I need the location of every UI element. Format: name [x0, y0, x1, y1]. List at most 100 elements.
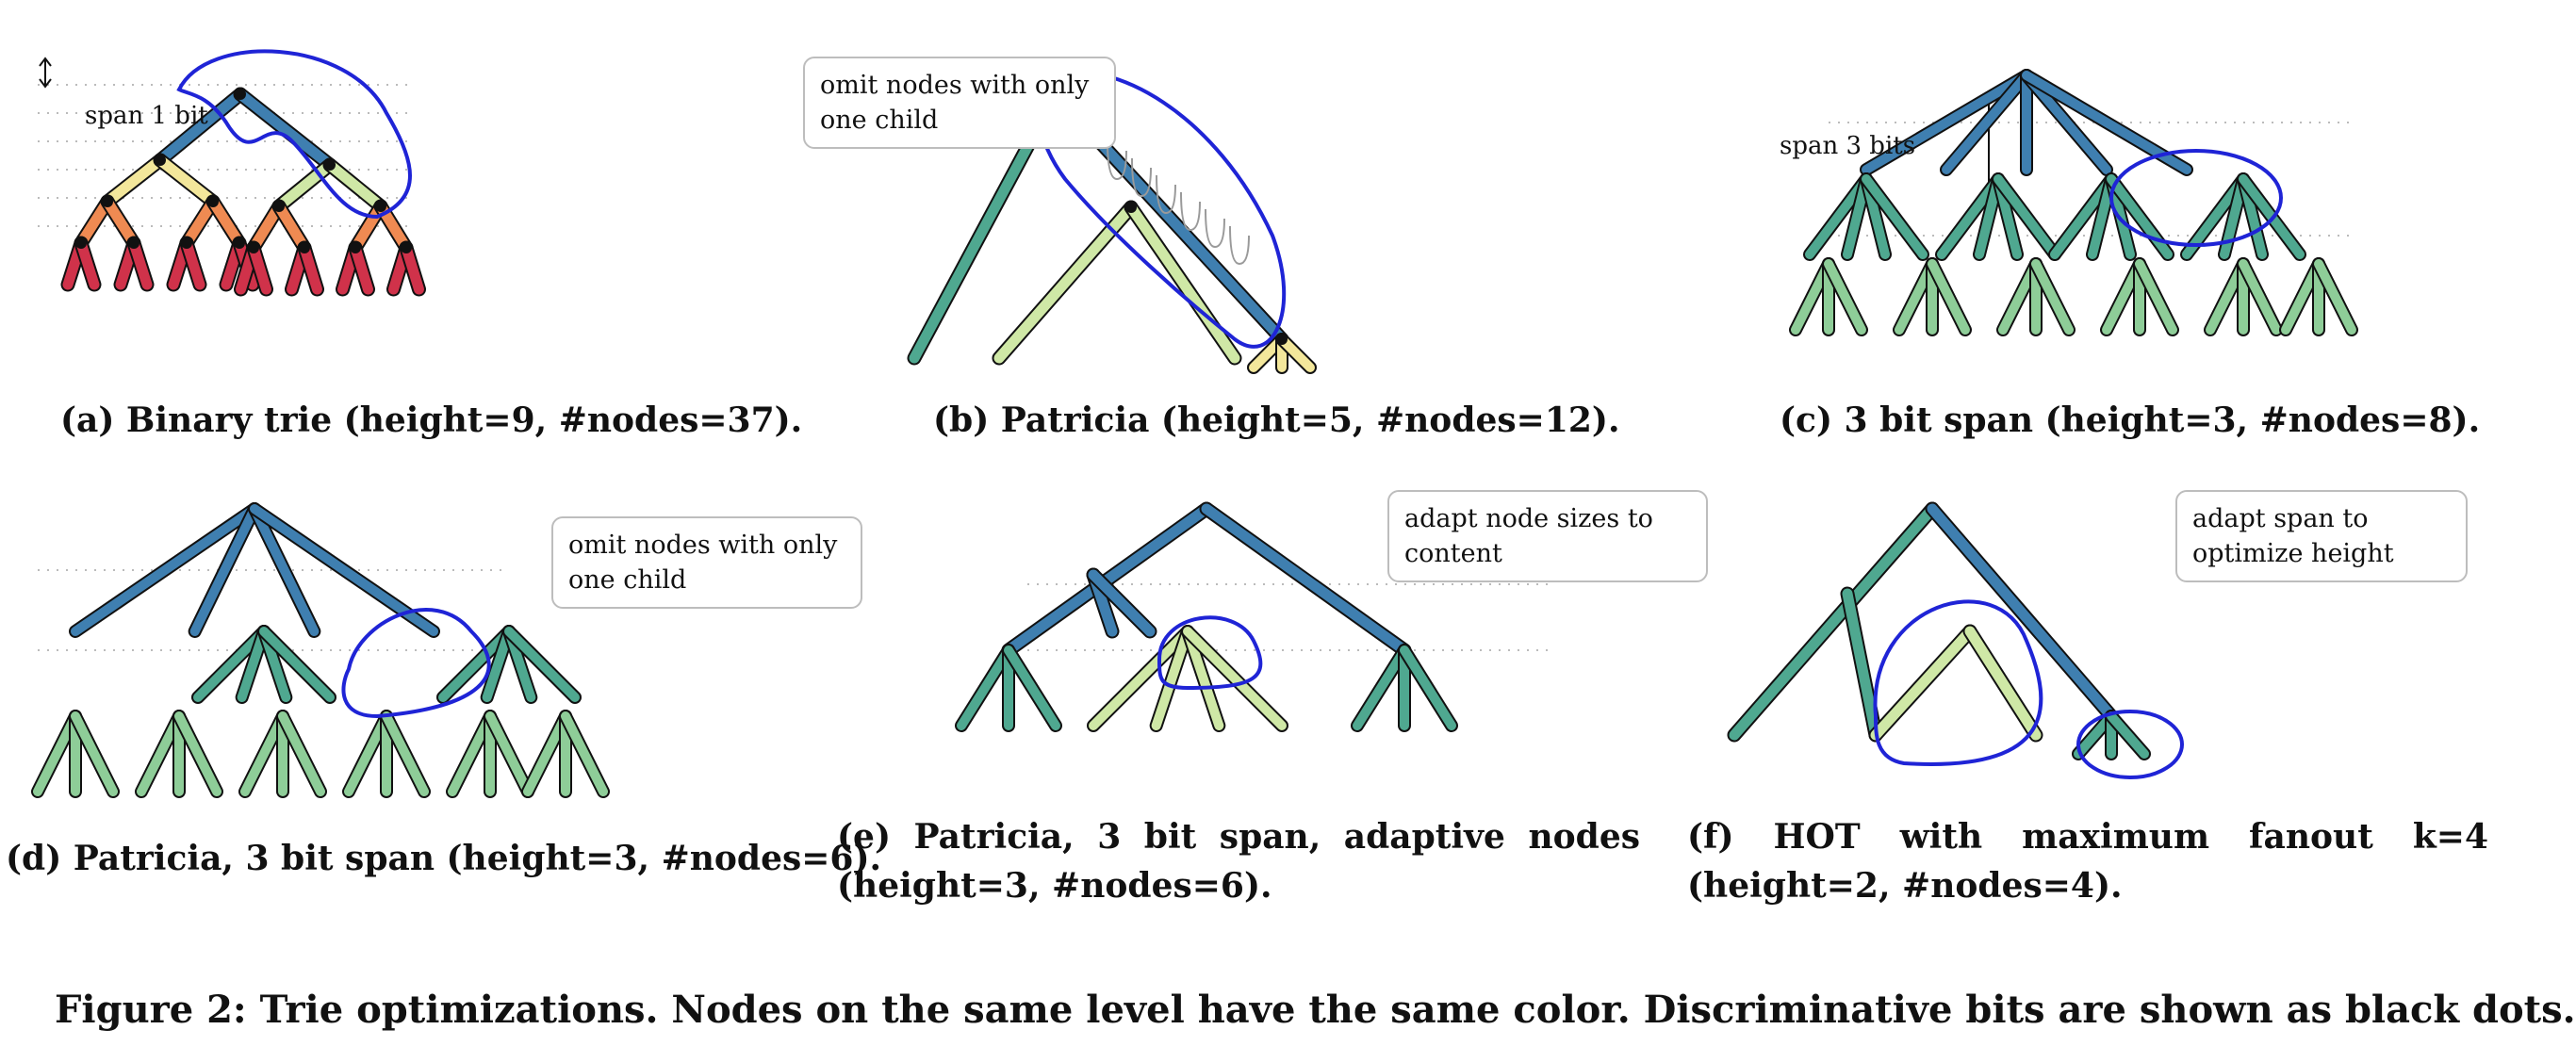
discriminative-bit-dot: [235, 89, 246, 100]
caption-c: (c) 3 bit span (height=3, #nodes=8).: [1780, 400, 2481, 440]
tree-edge: [181, 237, 205, 290]
tree-edge: [504, 627, 580, 702]
omitted-node-ghost: [1156, 174, 1176, 215]
discriminative-bit-dot: [1276, 334, 1288, 345]
tree-edge: [993, 202, 1137, 364]
discriminative-bit-dot: [375, 201, 386, 212]
caption-e: (e) Patricia, 3 bit span, adaptive nodes…: [837, 817, 1640, 906]
tree-edge: [382, 711, 429, 796]
tree-edge: [1088, 569, 1156, 637]
tree-edge: [1927, 503, 2117, 722]
tree-edge: [128, 237, 153, 290]
tree-edge: [1201, 503, 1410, 656]
figure-2: span 1 bit (a) Binary trie (height=9, #n…: [6, 49, 2576, 1032]
tree-edge: [102, 155, 166, 207]
caption-f: (f) HOT with maximum fanout k=4 (height=…: [1687, 817, 2488, 906]
panel-c-tree: [1789, 69, 2358, 336]
tree-edge: [155, 89, 246, 166]
tree-edge: [207, 196, 245, 249]
tree-edge: [248, 201, 285, 253]
span-3-bits-label: span 3 bits: [1780, 132, 1916, 160]
highlight-outline: [2109, 149, 2283, 247]
discriminative-bit-dot: [102, 196, 113, 207]
omitted-node-ghost: [1131, 157, 1152, 198]
highlight-outline: [2076, 710, 2184, 779]
tree-edge: [2314, 259, 2356, 335]
tree-edge: [1151, 627, 1192, 730]
tree-edge: [273, 159, 336, 212]
tree-edge: [273, 201, 310, 253]
tree-edge: [75, 237, 100, 290]
tree-edge: [250, 504, 438, 636]
tree-edge: [1942, 71, 2031, 174]
tree-edge: [1353, 646, 1409, 730]
highlight-outline: [176, 49, 412, 220]
highlight-outline: [1157, 615, 1263, 691]
tree-edge: [259, 627, 335, 702]
tree-edge: [1994, 174, 2059, 259]
tree-edge: [1183, 627, 1287, 730]
tree-edge: [1089, 627, 1192, 730]
tree-edge: [278, 711, 325, 796]
caption-b: (b) Patricia (height=5, #nodes=12).: [933, 400, 1620, 440]
tree-edge: [1928, 259, 1970, 335]
tree-edge: [2031, 259, 2074, 335]
tree-edge: [1729, 503, 1938, 741]
caption-a: (a) Binary trie (height=9, #nodes=37).: [60, 400, 803, 440]
tree-edge: [1125, 202, 1240, 364]
span-1-bit-label: span 1 bit: [85, 102, 208, 130]
callout-b: omit nodes with only one child: [803, 57, 1116, 149]
panel-d: omit nodes with only one child: [31, 490, 862, 810]
discriminative-bit-dot: [207, 196, 219, 207]
tree-edge: [1964, 626, 2042, 741]
tree-edge: [2022, 71, 2111, 174]
tree-edge: [561, 711, 608, 796]
panel-e-tree: [955, 501, 1555, 732]
tree-edge: [2239, 174, 2305, 259]
omitted-node-ghost: [1205, 208, 1225, 249]
tree-edge: [401, 242, 424, 295]
tree-edge: [299, 242, 322, 295]
tree-edge: [237, 627, 269, 702]
tree-edge: [189, 504, 259, 636]
callout-d: omit nodes with only one child: [551, 516, 862, 609]
tree-edge: [1842, 588, 1881, 741]
highlight-outline: [1035, 70, 1287, 349]
tree-edge: [1824, 259, 1866, 335]
tree-edge: [2239, 259, 2281, 335]
tree-edge: [438, 627, 514, 702]
tree-edge: [193, 627, 269, 702]
callout-e: adapt node sizes to content: [1387, 490, 1708, 582]
highlight-outline: [341, 608, 491, 719]
tree-edge: [1862, 174, 1928, 259]
discriminative-bit-dot: [75, 237, 87, 249]
discriminative-bit-dot: [1125, 202, 1137, 213]
tree-edge: [71, 711, 118, 796]
tree-edge: [1277, 335, 1315, 372]
tree-edge: [1400, 646, 1456, 730]
omitted-node-ghost: [1229, 225, 1250, 266]
discriminative-bit-dot: [155, 155, 166, 166]
tree-edge: [181, 196, 219, 249]
tree-edge: [248, 242, 271, 295]
caption-d: (d) Patricia, 3 bit span (height=3, #nod…: [6, 839, 882, 878]
discriminative-bit-dot: [350, 242, 361, 253]
tree-edge: [75, 196, 113, 249]
tree-edge: [350, 201, 386, 253]
tree-edge: [2107, 711, 2149, 759]
tree-edge: [102, 196, 139, 249]
tree-edge: [71, 504, 259, 636]
tree-edge: [174, 711, 222, 796]
tree-edge: [1183, 627, 1224, 730]
panel-e: adapt node sizes to content: [877, 490, 1708, 810]
panel-f-tree: [1727, 501, 2184, 779]
tree-edge: [957, 646, 1013, 730]
panel-d-tree: [31, 502, 610, 798]
tree-edge: [1004, 646, 1060, 730]
tree-edge: [235, 89, 336, 171]
tree-edge: [324, 159, 386, 212]
discriminative-bit-dot: [273, 201, 285, 212]
callout-f: adapt span to optimize height: [2175, 490, 2468, 582]
panel-a-tree: [38, 49, 426, 297]
tree-edge: [250, 504, 320, 636]
